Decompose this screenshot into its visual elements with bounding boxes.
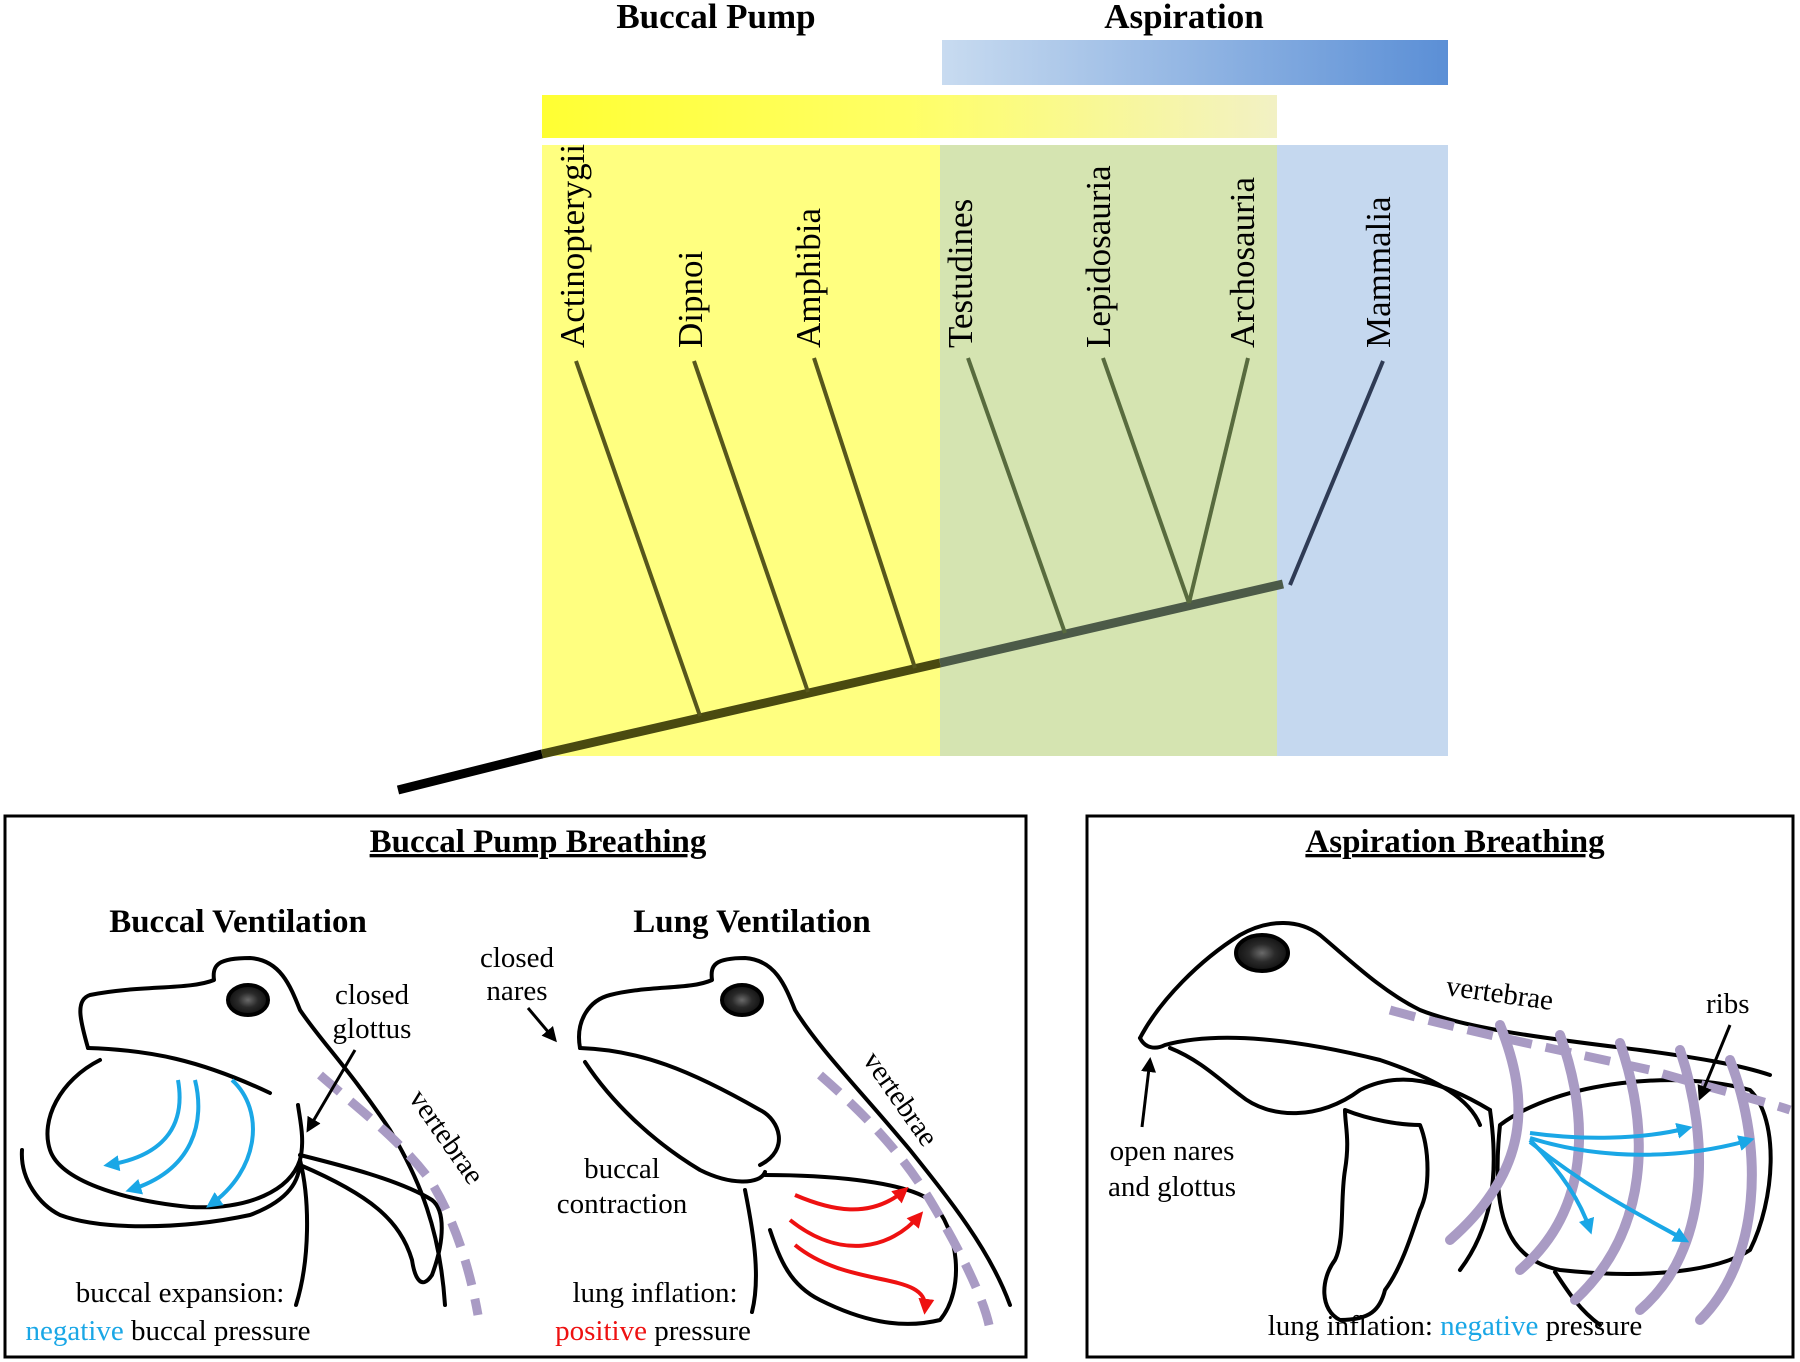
bv-lung: [298, 1153, 444, 1285]
asp-open-nares-label-1: open nares: [1110, 1135, 1235, 1167]
asp-ribs: [1445, 1020, 1757, 1325]
taxon-label-archosauria: Archosauria: [1223, 176, 1262, 348]
bv-closed-glottus-arrow: [306, 1049, 357, 1133]
buccal-pump-band: [542, 145, 940, 756]
branch-lepidosauria: [1101, 357, 1191, 604]
lv-buccal-contraction-label-1: buccal: [584, 1153, 660, 1185]
lv-upper-jaw: [578, 1046, 781, 1167]
bv-airflow-arrows: [103, 1078, 255, 1208]
aspiration-range-bar: [942, 40, 1448, 85]
aspiration-panel: [1085, 814, 1795, 1359]
buccal-pump-range-bar: [542, 95, 1277, 138]
bv-closed-glottus-label-2: glottus: [333, 1013, 412, 1045]
bv-eye: [226, 983, 270, 1017]
asp-ribs-label: ribs: [1706, 988, 1750, 1020]
tree-trunk-green: [938, 579, 1285, 668]
bv-head-outline: [78, 956, 447, 1307]
asp-eye: [1234, 933, 1290, 973]
lv-closed-nares-arrow: [526, 1007, 557, 1043]
lv-lower-jaw: [583, 1060, 767, 1184]
asp-vertebrae-dashes: [1388, 1005, 1792, 1115]
asp-airflow-arrows: [1528, 1122, 1755, 1243]
lv-eye: [720, 983, 764, 1017]
legend-buccal-pump-label: Buccal Pump: [616, 0, 815, 36]
aspiration-drawing: [1138, 921, 1773, 1327]
phylogenetic-tree: [396, 357, 1385, 795]
legend-aspiration-label: Aspiration: [1104, 0, 1263, 36]
aspiration-band: [1277, 145, 1448, 756]
buccal-ventilation-drawing: [19, 956, 447, 1307]
asp-lung: [1495, 1078, 1773, 1276]
branch-actinopterygii: [574, 360, 702, 717]
branch-mammalia: [1288, 360, 1385, 586]
buccal-pump-panel-title: Buccal Pump Breathing: [370, 824, 707, 860]
bv-throat-outline: [19, 1148, 302, 1229]
branch-testudines: [966, 357, 1067, 634]
branch-amphibia: [812, 357, 917, 669]
lv-lung: [763, 1173, 958, 1326]
lv-airflow-arrows: [788, 1186, 935, 1315]
lv-head-outline: [577, 956, 1012, 1307]
asp-vertebrae-label: vertebrae: [1444, 970, 1555, 1017]
lung-ventilation-title: Lung Ventilation: [633, 904, 871, 940]
bv-caption-line-1: buccal expansion:: [76, 1277, 285, 1309]
lv-vertebrae-dashes: [817, 1071, 995, 1331]
asp-caption: lung inflation: negative pressure: [1268, 1310, 1643, 1342]
taxon-label-lepidosauria: Lepidosauria: [1079, 165, 1118, 348]
tree-root-branch: [396, 749, 544, 795]
lv-buccal-contraction-label-2: contraction: [557, 1188, 688, 1220]
taxon-label-dipnoi: Dipnoi: [671, 251, 710, 349]
bv-neck-line: [294, 1158, 310, 1307]
buccal-ventilation-title: Buccal Ventilation: [109, 904, 367, 940]
lv-closed-nares-label-1: closed: [480, 942, 555, 974]
bv-closed-glottus-label-1: closed: [335, 979, 410, 1011]
bv-buccal-cavity: [45, 1058, 305, 1210]
lv-caption-line-2: positive pressure: [555, 1315, 751, 1347]
asp-foreleg: [1322, 1108, 1430, 1322]
bv-upper-jaw-edge: [86, 1046, 272, 1095]
asp-back-outline: [1138, 921, 1772, 1077]
lv-caption-line-1: lung inflation:: [572, 1277, 737, 1309]
bv-caption-line-2: negative buccal pressure: [25, 1315, 310, 1347]
asp-open-nares-arrow: [1140, 1057, 1157, 1128]
branch-archosauria: [1187, 357, 1250, 604]
asp-lower-jaw: [1168, 1046, 1492, 1116]
taxon-label-mammalia: Mammalia: [1359, 196, 1398, 348]
taxon-label-actinopterygii: Actinopterygii: [553, 144, 592, 348]
taxon-label-amphibia: Amphibia: [789, 208, 828, 348]
taxon-label-testudines: Testudines: [941, 199, 980, 348]
lv-closed-nares-label-2: nares: [486, 975, 547, 1007]
branch-dipnoi: [692, 360, 810, 693]
aspiration-panel-title: Aspiration Breathing: [1305, 824, 1605, 860]
lung-ventilation-drawing: [577, 956, 1012, 1326]
bv-vertebrae-dashes: [317, 1071, 483, 1316]
tree-trunk-yellow: [540, 658, 942, 759]
asp-ribs-arrow: [1697, 1024, 1732, 1101]
buccal-pump-panel: [3, 814, 1028, 1359]
lv-neck-line: [743, 1188, 758, 1314]
asp-open-nares-label-2: and glottus: [1108, 1171, 1236, 1203]
